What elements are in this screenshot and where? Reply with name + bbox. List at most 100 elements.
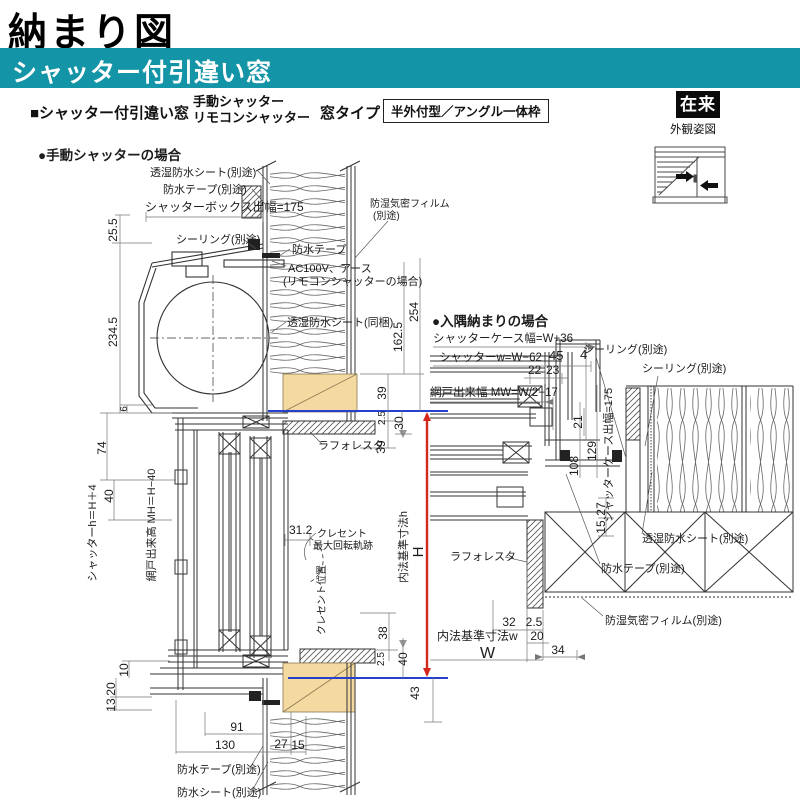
callout-tape-top: 防水テープ(別途) bbox=[163, 182, 247, 196]
dim-30: 30 bbox=[392, 416, 406, 430]
dim-130: 130 bbox=[215, 738, 235, 752]
shutter-slats bbox=[657, 161, 695, 193]
left-callout-leaders bbox=[242, 170, 389, 792]
left-drawing: ●手動シャッターの場合 bbox=[38, 147, 450, 799]
dim-254: 254 bbox=[407, 302, 421, 322]
label-screen-h: 網戸出来高 MH＝H−40 bbox=[144, 469, 158, 582]
label-crescent-pos: クレセント位置 bbox=[315, 565, 328, 635]
section-banner-label: シャッター付引違い窓 bbox=[12, 59, 273, 87]
dim-15r: 15 bbox=[594, 520, 608, 534]
label-W: W bbox=[480, 645, 496, 662]
corner-lumber bbox=[544, 511, 794, 593]
page-title: 納まり図 bbox=[8, 12, 177, 55]
section-banner: シャッター付引違い窓 bbox=[0, 48, 800, 88]
dim-21: 21 bbox=[571, 415, 585, 429]
inner-height-reference bbox=[268, 410, 448, 679]
dim-39a: 39 bbox=[375, 386, 389, 400]
left-wall-upper bbox=[241, 160, 361, 421]
callout-sheet-bottom: 防水シート(別途) bbox=[177, 785, 261, 799]
shutter-box bbox=[138, 239, 285, 414]
dim-2-5b: 2.5 bbox=[376, 652, 387, 666]
dim-15: 15 bbox=[291, 738, 305, 752]
dim-32: 32 bbox=[502, 615, 516, 629]
callout-film2: (別途) bbox=[373, 209, 400, 222]
dim-74: 74 bbox=[95, 441, 109, 455]
dim-91: 91 bbox=[230, 720, 244, 734]
label-inner-w: 内法基準寸法w bbox=[437, 628, 518, 643]
left-head-casing bbox=[282, 420, 376, 435]
dim-162-5: 162.5 bbox=[391, 322, 405, 352]
dim-2-5r: 2.5 bbox=[526, 615, 543, 629]
slide-arrows bbox=[676, 171, 718, 191]
left-title: ●手動シャッターの場合 bbox=[38, 147, 182, 163]
construction-badge: 在来 bbox=[676, 91, 720, 118]
dim-34: 34 bbox=[551, 643, 565, 657]
callout-film1: 防湿気密フィルム bbox=[370, 197, 450, 210]
shutter-types: 手動シャッター リモコンシャッター bbox=[193, 94, 310, 126]
callout-case-depth: シャッターケース出幅=175 bbox=[601, 388, 615, 522]
dim-27: 27 bbox=[274, 737, 288, 751]
callout-sheet-top: 透湿防水シート(別途) bbox=[150, 165, 256, 179]
window-type-value-box: 半外付型／アングル一体枠 bbox=[383, 99, 549, 123]
dim-31-2: 31.2 bbox=[289, 523, 313, 537]
dim-20r: 20 bbox=[530, 629, 544, 643]
dim-22: 22 bbox=[528, 363, 542, 377]
right-drawing: ●入隅納まりの場合 bbox=[430, 313, 794, 662]
dim-10: 10 bbox=[117, 663, 131, 677]
right-title: ●入隅納まりの場合 bbox=[432, 313, 549, 329]
callout-sheet-mid: 透湿防水シート(同梱) bbox=[287, 315, 393, 329]
shutter-type-manual: 手動シャッター bbox=[193, 94, 285, 109]
callout-sealing1: シーリング(別途) bbox=[583, 342, 667, 356]
left-wall-lower bbox=[249, 648, 376, 795]
callout-crescent2: 最大回転軌跡 bbox=[313, 539, 373, 552]
window-section bbox=[150, 412, 324, 695]
shutter-type-remote: リモコンシャッター bbox=[193, 110, 311, 125]
dim-27r: 27 bbox=[594, 502, 608, 516]
dim-40a: 40 bbox=[102, 489, 116, 503]
callout-shutter-w: シャッターw=W−62 bbox=[439, 351, 542, 364]
right-dim-lines bbox=[430, 342, 614, 662]
callout-box-depth: シャッターボックス出幅=175 bbox=[145, 199, 304, 214]
label-H: H bbox=[410, 547, 427, 558]
dim-39b: 39 bbox=[374, 440, 388, 454]
callout-ac2: (リモコンシャッターの場合) bbox=[283, 274, 422, 288]
callout-case-width: シャッターケース幅=W+36 bbox=[433, 332, 573, 345]
callout-tape-mid: 防水テープ bbox=[292, 242, 346, 256]
callout-sealing2: シーリング(別途) bbox=[642, 361, 726, 375]
dim-38: 38 bbox=[376, 626, 390, 640]
dim-43: 43 bbox=[408, 686, 422, 700]
callout-sheet-right: 透湿防水シート(別途) bbox=[642, 531, 748, 545]
right-callout-leaders bbox=[504, 356, 659, 617]
callout-film-right: 防湿気密フィルム(別途) bbox=[605, 613, 722, 627]
dim-2-5a: 2.5 bbox=[377, 411, 388, 425]
dim-234-5: 234.5 bbox=[106, 317, 120, 347]
left-lintel-wood bbox=[282, 373, 358, 413]
window-type-label: 窓タイプ bbox=[320, 105, 381, 122]
callout-tape-right: 防水テープ(別途) bbox=[601, 561, 685, 575]
callout-sealing: シーリング(別途) bbox=[176, 232, 260, 246]
technical-drawing: ●手動シャッターの場合 bbox=[38, 146, 794, 799]
left-dim-lines bbox=[100, 212, 442, 755]
right-wall bbox=[526, 385, 794, 609]
dim-45: 45 bbox=[549, 348, 563, 363]
dim-25-5: 25.5 bbox=[106, 218, 120, 242]
dim-4: 4 bbox=[580, 347, 587, 362]
callout-tape-bottom: 防水テープ(別途) bbox=[177, 762, 261, 776]
product-heading: ■シャッター付引違い窓 bbox=[30, 105, 190, 122]
dim-40b: 40 bbox=[396, 652, 410, 666]
dim-20: 20 bbox=[104, 682, 118, 696]
dim-129: 129 bbox=[585, 441, 599, 461]
dim-6: 6 bbox=[119, 406, 130, 412]
appearance-diagram bbox=[652, 146, 728, 204]
callout-ac1: AC100V、アース bbox=[288, 263, 372, 275]
appearance-caption: 外観姿図 bbox=[670, 124, 716, 136]
label-shutter-h: シャッターh＝H＋4 bbox=[86, 484, 99, 581]
label-inner-h: 内法基準寸法h bbox=[396, 511, 410, 583]
callout-laforesta: ラフォレスタ bbox=[318, 439, 384, 452]
callout-crescent1: クレセント bbox=[317, 528, 367, 540]
right-window-plan bbox=[430, 339, 622, 521]
callout-laforesta-right: ラフォレスタ bbox=[450, 550, 516, 563]
dim-13: 13 bbox=[104, 698, 118, 712]
callout-screen-w: 網戸出来幅 MW=W/2−17 bbox=[430, 385, 558, 399]
